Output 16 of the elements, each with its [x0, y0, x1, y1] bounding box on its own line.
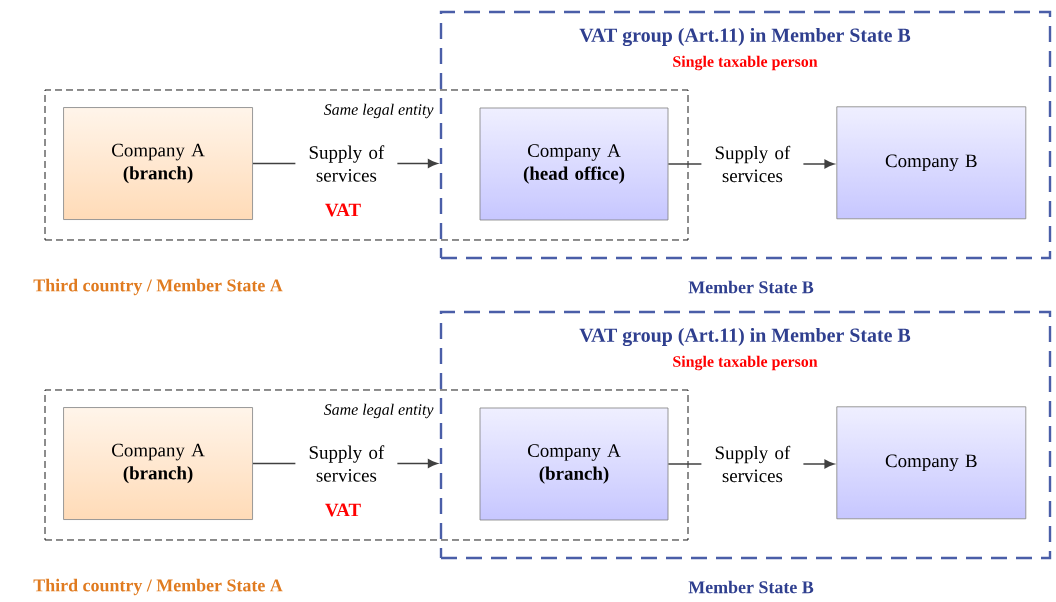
edge-label: Supply of services: [701, 144, 804, 184]
edge-label: Supply of services: [295, 444, 398, 483]
region-label: Member State B: [688, 280, 814, 294]
region-label: Third country / Member State A: [33, 578, 283, 596]
edge-label: Supply of services: [701, 444, 804, 484]
company-box: Company A (branch): [63, 407, 253, 520]
company-box: Company B: [836, 106, 1027, 220]
tax-label: VAT: [325, 203, 361, 217]
region-label: Third country / Member State A: [33, 278, 283, 296]
company-box: Company A (branch): [63, 107, 253, 220]
company-box: Company A (head office): [479, 107, 669, 221]
company-box: Company A (branch): [479, 407, 669, 521]
company-box: Company B: [836, 406, 1027, 520]
edge-label: Supply of services: [295, 144, 398, 183]
region-label: Member State B: [688, 580, 814, 594]
tax-label: VAT: [325, 503, 361, 517]
